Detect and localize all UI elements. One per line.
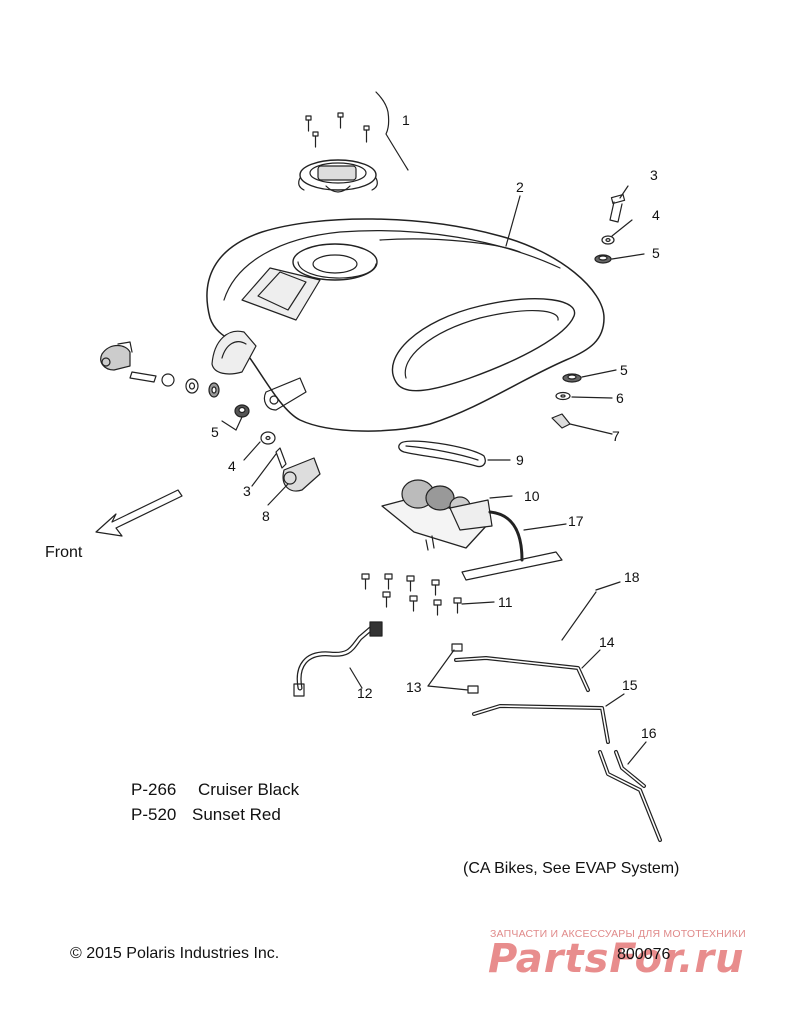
- side-mount-tab: [263, 377, 307, 411]
- watermark-tagline: ЗАПЧАСТИ И АКСЕССУАРЫ ДЛЯ МОТОТЕХНИКИ: [490, 928, 746, 940]
- callout: 18: [624, 569, 640, 585]
- front-mount-tab: [211, 330, 257, 375]
- washer-4-left: [260, 431, 276, 445]
- fuel-pump-gasket: [398, 440, 486, 468]
- copyright: © 2015 Polaris Industries Inc.: [70, 945, 280, 962]
- evap-note: (CA Bikes, See EVAP System): [463, 860, 680, 877]
- callout: 14: [599, 634, 615, 650]
- mount-spacer: [208, 382, 220, 398]
- cap-screw: [312, 131, 319, 148]
- washer-4-top: [601, 235, 615, 245]
- watermark-logo: PartsFor.ru: [488, 936, 745, 982]
- cap-screw: [363, 125, 370, 143]
- callout: 2: [516, 179, 524, 195]
- callout: 9: [516, 452, 524, 468]
- diagram-number: 800076: [617, 946, 671, 963]
- grommet-5-right: [562, 373, 582, 383]
- callout: 4: [228, 458, 236, 474]
- callout: 3: [650, 167, 658, 183]
- front-direction-label: Front: [45, 544, 83, 561]
- callout: 8: [262, 508, 270, 524]
- wiring-harness: [461, 510, 567, 581]
- fuel-tank: [206, 218, 605, 432]
- callout: 1: [402, 112, 410, 128]
- bolt-3-left: [275, 447, 287, 469]
- callout: 15: [622, 677, 638, 693]
- fuel-cap-assembly: [298, 112, 378, 193]
- fuel-pump: [381, 479, 493, 551]
- mount-8: [282, 457, 321, 492]
- vent-tube-14: [454, 649, 601, 692]
- grommet-5-left: [234, 404, 250, 418]
- callout: 11: [498, 594, 513, 610]
- paint-name: Sunset Red: [192, 805, 281, 824]
- front-arrow-icon: [95, 489, 183, 537]
- paint-name: Cruiser Black: [198, 780, 300, 799]
- vent-tube-15: [472, 693, 625, 744]
- vent-line-18: [561, 591, 597, 641]
- grommet-5-top: [594, 254, 612, 264]
- bolt-3-top: [609, 193, 626, 223]
- mount-bushing: [185, 378, 199, 394]
- leader-2: [505, 195, 521, 247]
- callout: 7: [612, 428, 620, 444]
- callout: 17: [568, 513, 584, 529]
- callout: 5: [211, 424, 219, 440]
- rear-mount-bracket: [100, 341, 133, 371]
- callout: 6: [616, 390, 624, 406]
- bracket-1: [375, 91, 409, 171]
- evap-tubes-16: [598, 741, 662, 842]
- pump-screws: [361, 573, 462, 616]
- callout: 4: [652, 207, 660, 223]
- paint-code: P-520: [131, 805, 177, 824]
- hose-clips: [427, 643, 479, 694]
- bracket-7: [551, 413, 571, 429]
- callout: 12: [357, 685, 373, 701]
- paint-code: P-266: [131, 780, 177, 799]
- washer-6: [555, 391, 571, 401]
- cap-screw: [337, 112, 344, 129]
- callout-labels: 1 2 3 4 5 5 6 7 5 4 3 8 9 10 17 18 11 14…: [211, 112, 660, 741]
- cap-screw: [305, 115, 312, 132]
- callout: 13: [406, 679, 422, 695]
- mount-bolt: [129, 371, 175, 387]
- fuel-hose: [293, 621, 383, 697]
- callout: 10: [524, 488, 540, 504]
- callout: 3: [243, 483, 251, 499]
- callout: 16: [641, 725, 657, 741]
- callout: 5: [620, 362, 628, 378]
- callout: 5: [652, 245, 660, 261]
